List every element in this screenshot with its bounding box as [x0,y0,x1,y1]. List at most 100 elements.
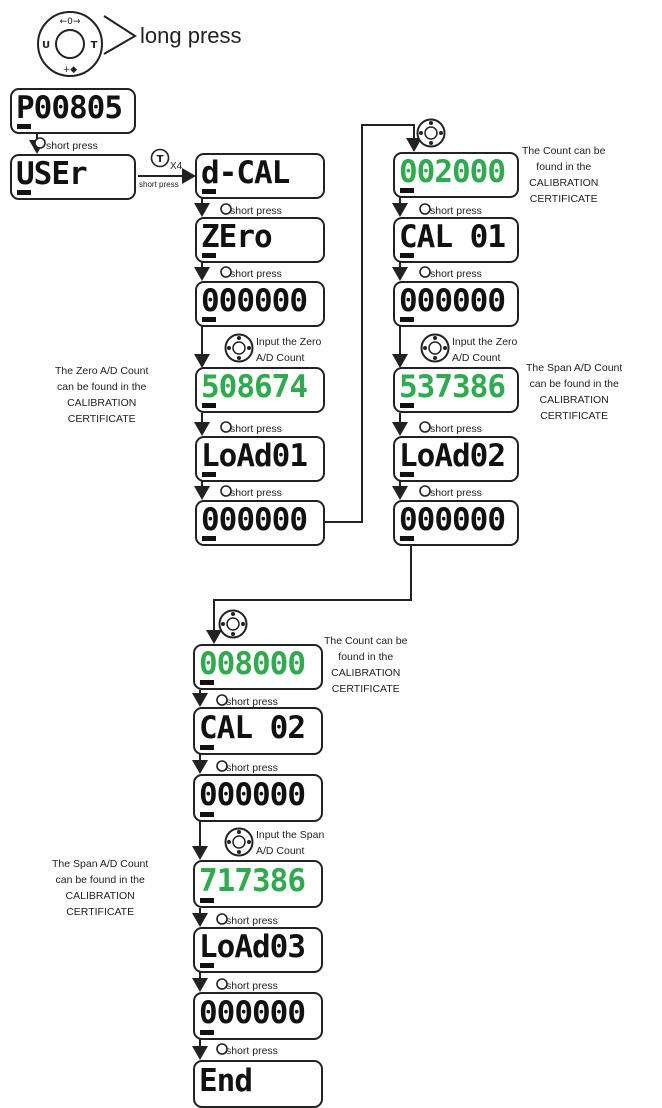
note-line: can be found in the [529,378,619,390]
display-text: LoAd02 [399,437,506,474]
note-line: Input the Zero [452,336,518,348]
note-line: The Zero A/D Count [55,365,149,377]
short-press-label: short press [430,268,482,280]
navigation-key-icon [420,333,450,368]
display-text: 508674 [201,368,308,405]
note-line: CERTIFICATE [540,410,609,422]
display-span-adc: 717386 [193,860,323,908]
note-line: The Span A/D Count [526,362,623,374]
short-press-label: short press [226,915,278,927]
display-text: 000000 [399,282,506,319]
display-load03: LoAd03 [193,927,323,973]
input-zero-instruction: Input the Zero A/D Count [452,334,517,366]
navigation-key-icon: ←0→ U T +◆ [36,10,104,83]
short-press-label: short press [139,180,179,189]
short-press-label: short press [226,980,278,992]
display-load02: LoAd02 [393,436,519,482]
display-load01: LoAd01 [195,436,325,482]
note-line: found in the [536,161,592,173]
short-press-label: short press [430,205,482,217]
display-p00805: P00805 [10,88,136,134]
display-text: 000000 [201,282,308,319]
short-press-label: short press [430,423,482,435]
svg-text:T: T [91,40,98,51]
short-press-label: short press [226,1045,278,1057]
display-text: ZEro [201,218,273,255]
short-press-label: short press [230,268,282,280]
note-line: found in the [338,651,394,663]
note-line: CERTIFICATE [331,683,400,695]
display-count: 008000 [193,644,323,690]
svg-text:+◆: +◆ [63,65,78,75]
display-text: 008000 [199,645,306,682]
display-text: 000000 [199,776,306,813]
count-note: The Count can be found in the CALIBRATIO… [522,143,605,207]
t-key-icon: T [150,148,170,173]
display-zero-value: 000000 [393,500,519,546]
display-text: CAL 01 [399,218,506,255]
note-line: CALIBRATION [65,890,135,902]
note-line: The Count can be [522,145,606,157]
display-cal01: CAL 01 [393,217,519,263]
display-text: d-CAL [201,154,290,191]
note-line: CERTIFICATE [67,413,136,425]
short-press-label: short press [226,762,278,774]
long-press-label: long press [140,23,242,48]
short-press-label: short press [230,423,282,435]
note-line: A/D Count [452,352,501,364]
navigation-key-icon [224,827,254,862]
input-zero-instruction: Input the Zero A/D Count [256,334,321,366]
short-press-label: short press [230,205,282,217]
short-press-label: short press [230,487,282,499]
note-line: CERTIFICATE [529,193,598,205]
display-count: 002000 [393,152,519,198]
display-text: 000000 [199,994,306,1031]
times-four-label: X4 [170,161,183,172]
svg-text:T: T [157,154,164,165]
note-line: CALIBRATION [539,394,609,406]
short-press-label: short press [430,487,482,499]
display-zero-value: 000000 [393,281,519,327]
display-cal02: CAL 02 [193,707,323,755]
note-line: The Count can be [324,635,408,647]
navigation-key-icon [416,118,446,153]
note-line: The Span A/D Count [52,858,149,870]
note-line: Input the Zero [256,336,322,348]
note-line: CALIBRATION [331,667,401,679]
display-text: End [199,1062,253,1099]
count-note: The Count can be found in the CALIBRATIO… [324,633,407,697]
zero-adc-note: The Zero A/D Count can be found in the C… [55,363,148,427]
span-adc-note: The Span A/D Count can be found in the C… [526,360,622,424]
display-text: 717386 [199,862,306,899]
display-zero-value: 000000 [195,500,325,546]
span-adc-note: The Span A/D Count can be found in the C… [52,856,148,920]
note-line: Input the Span [256,829,325,841]
display-zero-value: 000000 [195,281,325,327]
display-text: 000000 [201,501,308,538]
navigation-key-icon [218,609,248,644]
display-text: CAL 02 [199,709,306,746]
display-text: 002000 [399,153,506,190]
note-line: CERTIFICATE [66,906,135,918]
note-line: can be found in the [57,381,147,393]
display-zero: ZEro [195,217,325,263]
display-zero-value: 000000 [193,774,323,822]
note-line: CALIBRATION [67,397,137,409]
note-line: A/D Count [256,845,305,857]
display-text: LoAd01 [201,437,308,474]
short-press-label: short press [46,140,98,152]
navigation-key-icon [224,333,254,368]
input-span-instruction: Input the Span A/D Count [256,827,324,859]
display-text: USEr [16,155,88,192]
display-text: LoAd03 [199,928,306,965]
note-line: can be found in the [55,874,145,886]
note-line: CALIBRATION [529,177,599,189]
display-user: USEr [10,154,136,200]
display-text: P00805 [16,89,123,126]
display-zero-value: 000000 [193,992,323,1040]
display-d-cal: d-CAL [195,153,325,199]
display-span-adc: 537386 [393,367,519,413]
display-zero-adc: 508674 [195,367,325,413]
